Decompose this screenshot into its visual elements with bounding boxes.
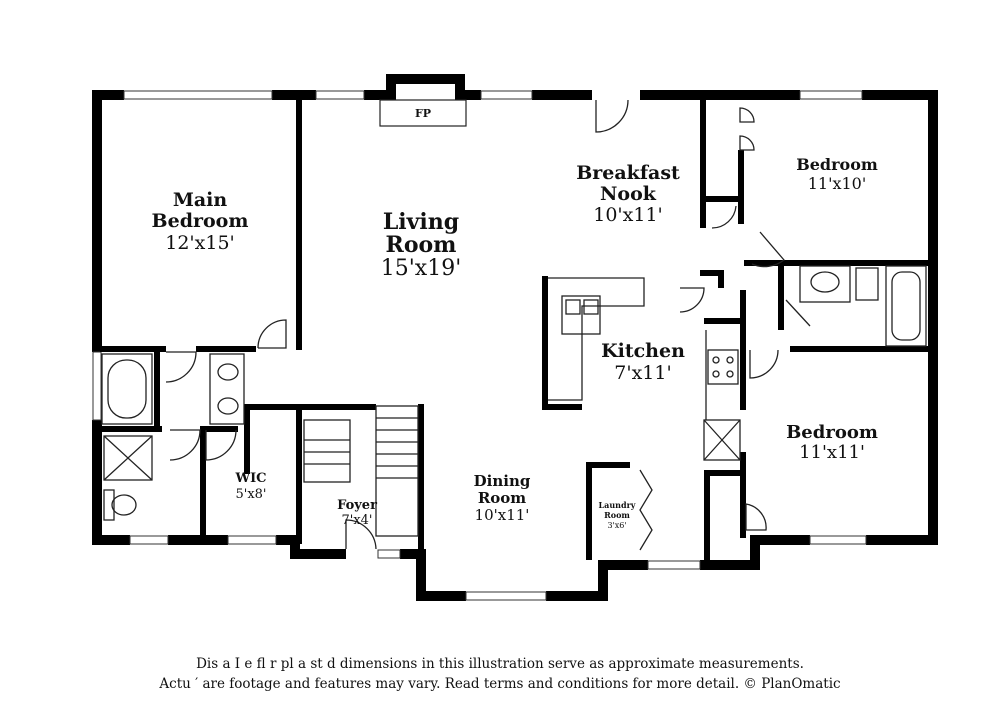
dining-room-dims: 10'x11'	[475, 506, 530, 524]
main-bedroom-label-2: Bedroom	[152, 210, 249, 232]
laundry-dims: 3'x6'	[607, 521, 626, 530]
living-room-dims: 15'x19'	[381, 256, 462, 281]
wic-label: WIC	[234, 471, 266, 486]
bedroom-bottom-dims: 11'x11'	[799, 442, 865, 463]
laundry-label-1: Laundry	[599, 500, 636, 510]
bedroom-top-dims: 11'x10'	[808, 174, 867, 193]
room-labels: Main Bedroom 12'x15' Living Room 15'x19'…	[152, 155, 878, 530]
fireplace: FP	[379, 99, 467, 127]
main-bedroom-label-1: Main	[173, 189, 228, 211]
exterior-walls	[92, 74, 938, 601]
laundry-label-2: Room	[604, 510, 630, 520]
breakfast-nook-label-1: Breakfast	[576, 162, 680, 184]
foyer-dims: 7'x4'	[341, 513, 372, 528]
fixtures	[101, 99, 927, 551]
living-room-label-2: Room	[386, 232, 457, 258]
main-bedroom-dims: 12'x15'	[165, 232, 235, 254]
fireplace-label: FP	[415, 107, 431, 120]
breakfast-nook-dims: 10'x11'	[593, 204, 663, 226]
bedroom-bottom-label: Bedroom	[786, 422, 878, 443]
foyer-label: Foyer	[337, 498, 377, 513]
kitchen-dims: 7'x11'	[614, 362, 671, 384]
living-room-label-1: Living	[383, 209, 459, 235]
windows	[92, 90, 867, 601]
stair-treads	[376, 417, 418, 479]
dining-room-label-1: Dining	[474, 472, 531, 490]
disclaimer-line-2: Actu ′ are footage and features may vary…	[159, 676, 841, 692]
breakfast-nook-label-2: Nook	[600, 183, 657, 205]
bedroom-top-label: Bedroom	[796, 155, 878, 174]
wic-dims: 5'x8'	[235, 487, 266, 502]
interior-walls	[100, 98, 930, 560]
dining-room-label-2: Room	[478, 489, 526, 507]
disclaimer-line-1: Dis a I e fl r pl a st d dimensions in t…	[196, 656, 804, 672]
kitchen-label: Kitchen	[601, 340, 685, 362]
